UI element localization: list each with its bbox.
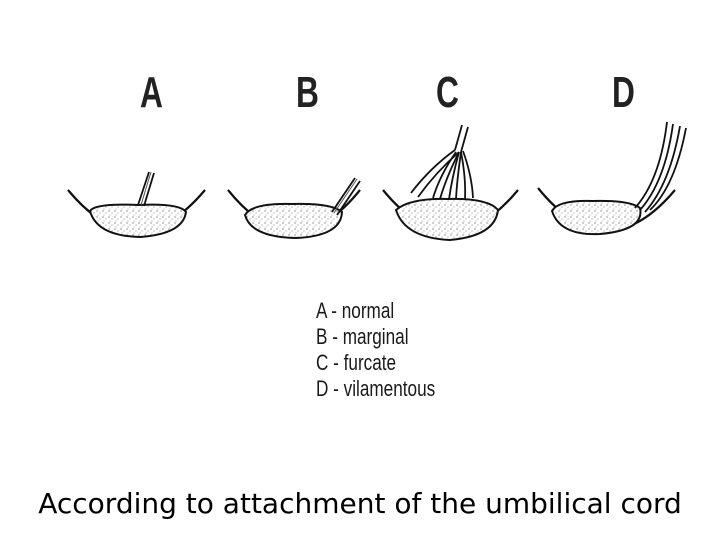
panel-c-placenta	[394, 197, 500, 242]
panel-d-label: D	[612, 68, 636, 117]
panel-c-drawing	[382, 124, 519, 242]
panel-c-label: C	[436, 68, 460, 117]
legend-item-normal: A - normal	[316, 298, 395, 323]
panel-b-drawing	[227, 177, 361, 240]
panel-d-cord	[634, 121, 687, 213]
panel-c-cord	[410, 124, 474, 200]
legend: A - normal B - marginal C - furcate D - …	[316, 298, 435, 402]
panel-d-placenta	[550, 199, 642, 236]
panel-a-drawing	[67, 171, 206, 239]
legend-item-velamentous: D - vilamentous	[316, 376, 436, 401]
caption: According to attachment of the umbilical…	[38, 487, 682, 520]
panel-a-cord	[137, 171, 155, 207]
panel-a-label: A	[140, 68, 164, 117]
panel-a-placenta	[88, 203, 188, 239]
panel-b-cord	[331, 177, 361, 216]
panel-b-label: B	[296, 68, 320, 117]
panel-b-placenta	[243, 202, 344, 240]
legend-item-marginal: B - marginal	[316, 324, 409, 349]
legend-item-furcate: C - furcate	[316, 350, 397, 375]
panel-d-drawing	[537, 121, 687, 236]
